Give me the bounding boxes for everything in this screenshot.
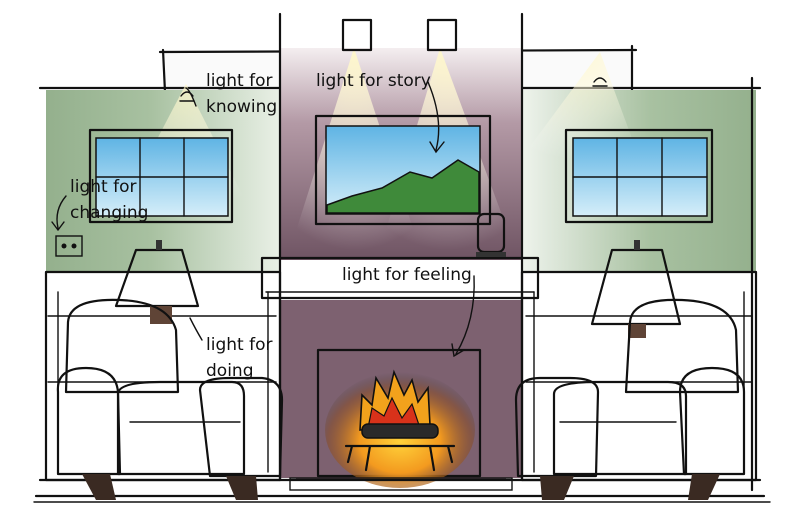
mantel xyxy=(260,256,540,300)
svg-text:changing: changing xyxy=(70,203,148,223)
fire-icon xyxy=(359,369,431,431)
label-light-for-knowing: light for knowing xyxy=(206,71,277,117)
label-light-for-doing: light for doing xyxy=(206,335,272,381)
svg-text:knowing: knowing xyxy=(206,97,277,117)
recessed-light-icon xyxy=(426,18,458,52)
recessed-light-icon xyxy=(592,77,608,87)
label-light-for-story: light for story xyxy=(316,71,431,91)
recessed-light-icon xyxy=(179,91,195,102)
fireplace xyxy=(296,300,506,488)
svg-text:light for feeling: light for feeling xyxy=(342,265,472,285)
right-armchair xyxy=(514,298,746,500)
left-window xyxy=(88,128,234,224)
table-lamp-icon xyxy=(590,240,682,338)
wall-switch-icon xyxy=(55,235,83,257)
left-armchair xyxy=(56,298,284,500)
svg-text:light for story: light for story xyxy=(316,71,431,91)
svg-text:doing: doing xyxy=(206,361,253,381)
label-light-for-changing: light for changing xyxy=(70,177,148,223)
svg-text:light for: light for xyxy=(70,177,136,197)
wall-painting xyxy=(314,114,492,226)
right-bookshelf xyxy=(520,270,758,482)
table-lamp-icon xyxy=(114,240,200,324)
accent-lamp-icon xyxy=(476,212,506,257)
hearth xyxy=(33,477,771,503)
annotation-arrows xyxy=(51,81,475,358)
svg-text:light for: light for xyxy=(206,71,272,91)
recessed-light-icon xyxy=(341,18,373,52)
right-window xyxy=(564,128,714,224)
log-grate xyxy=(344,423,456,472)
svg-text:light for: light for xyxy=(206,335,272,355)
label-light-for-feeling: light for feeling xyxy=(342,265,472,285)
